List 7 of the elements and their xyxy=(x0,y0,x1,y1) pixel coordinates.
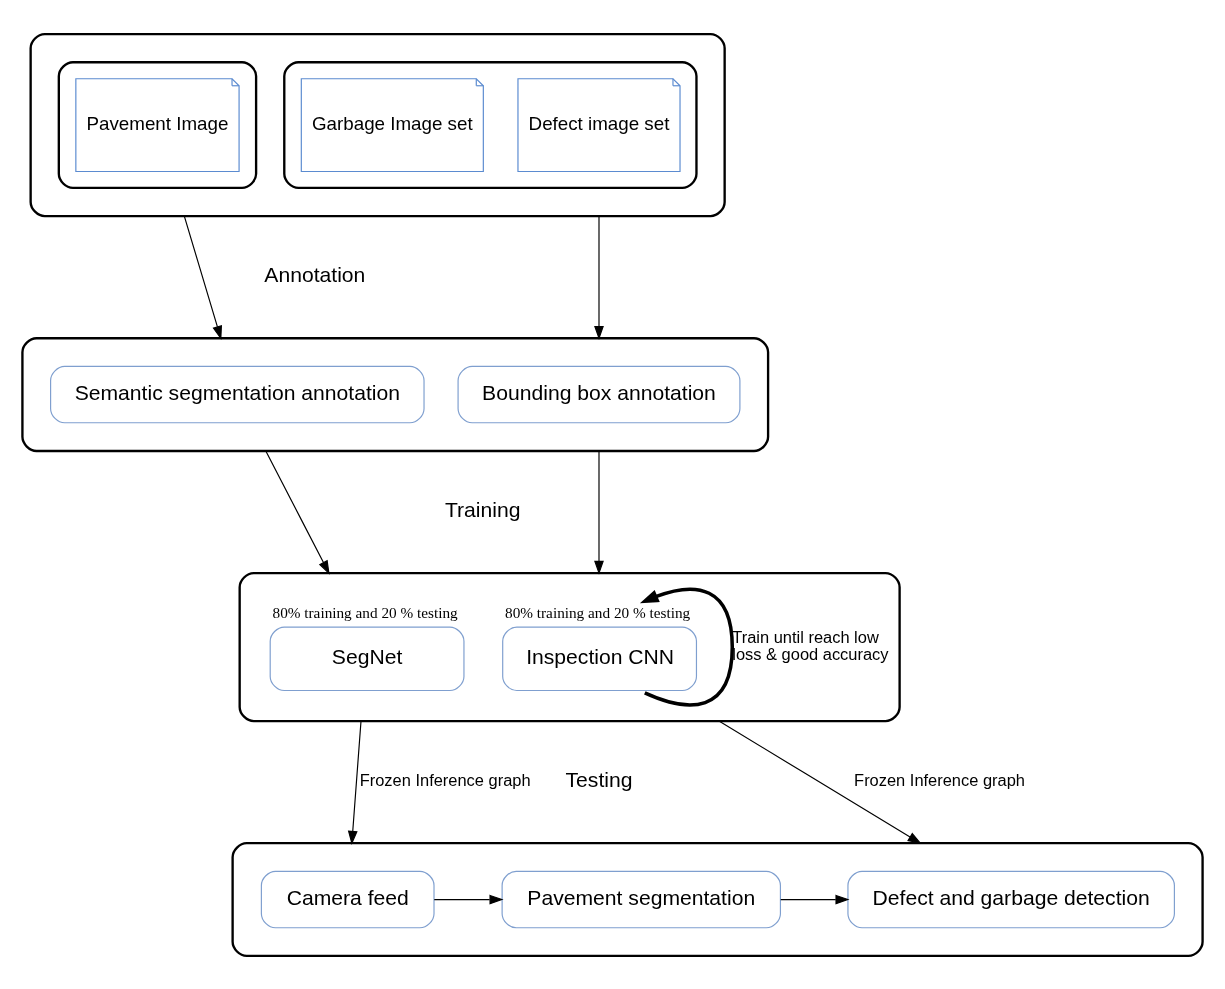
label: Annotation xyxy=(264,262,366,286)
label: Training xyxy=(444,497,521,521)
edge-label: Frozen Inference graph xyxy=(854,770,1025,789)
label: Testing xyxy=(565,767,633,791)
edge-label: Frozen Inference graph xyxy=(359,770,531,789)
node-label: 80% training and 20 % testing xyxy=(505,603,691,621)
node-label: 80% training and 20 % testing xyxy=(272,603,458,621)
